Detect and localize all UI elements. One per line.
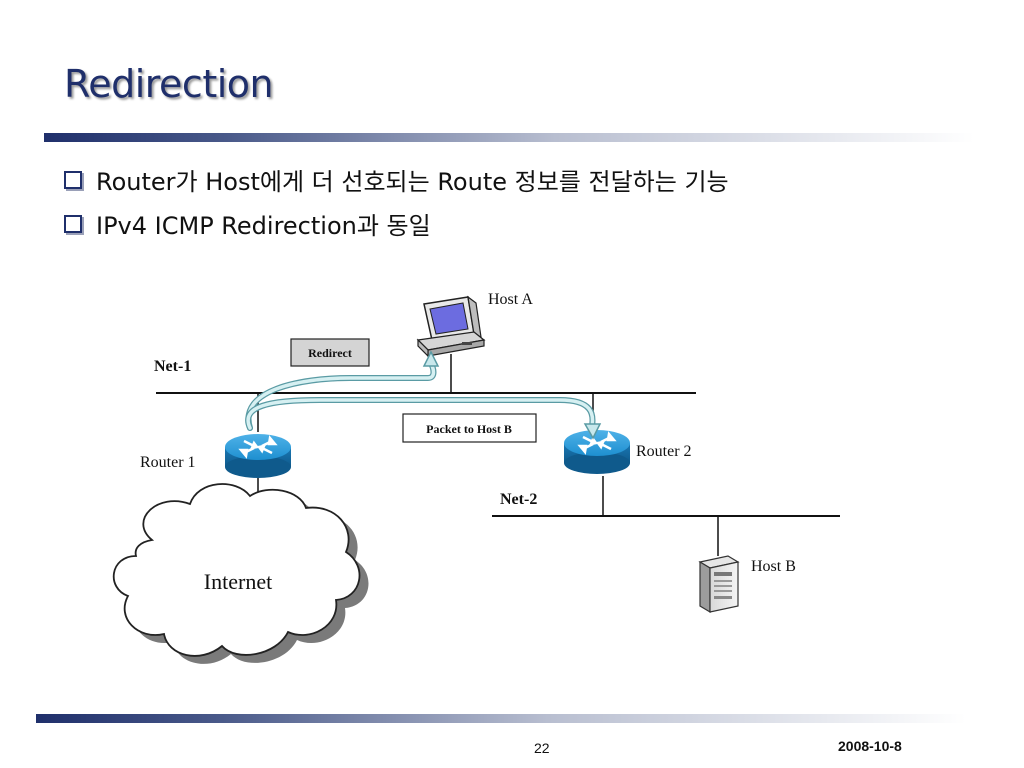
packet-to-host-b-arrow	[245, 397, 602, 440]
host-b-server-icon	[698, 555, 740, 614]
footer-bar	[36, 714, 966, 723]
host-b-label: Host B	[751, 558, 796, 575]
router-2-icon	[564, 430, 630, 474]
slide-title: Redirection	[64, 62, 274, 106]
packet-message-box: Packet to Host B	[402, 413, 537, 443]
redirect-arrow	[245, 350, 440, 431]
redirect-box-label: Redirect	[308, 346, 352, 360]
page-number: 22	[534, 740, 550, 756]
host-a-computer-icon	[416, 295, 486, 358]
internet-label: Internet	[204, 569, 272, 594]
bullet-item: Router가 Host에게 더 선호되는 Route 정보를 전달하는 기능	[64, 162, 729, 197]
internet-cloud-icon	[112, 483, 369, 664]
net-1-label: Net-1	[154, 358, 191, 375]
host-a-label: Host A	[488, 291, 533, 308]
checkbox-bullet-icon	[64, 214, 82, 233]
router-2-label: Router 2	[636, 443, 692, 460]
net-2-label: Net-2	[500, 491, 537, 508]
router-1-icon	[225, 434, 291, 478]
bullet-text: Router가 Host에게 더 선호되는 Route 정보를 전달하는 기능	[96, 168, 729, 196]
redirect-message-box: Redirect	[290, 338, 370, 367]
bullet-item: IPv4 ICMP Redirection과 동일	[64, 206, 431, 241]
packet-box-label: Packet to Host B	[426, 422, 512, 436]
slide-date: 2008-10-8	[838, 738, 902, 754]
checkbox-bullet-icon	[64, 170, 82, 189]
router-1-label: Router 1	[140, 454, 196, 471]
bullet-text: IPv4 ICMP Redirection과 동일	[96, 212, 431, 240]
title-underline-bar	[44, 133, 974, 142]
